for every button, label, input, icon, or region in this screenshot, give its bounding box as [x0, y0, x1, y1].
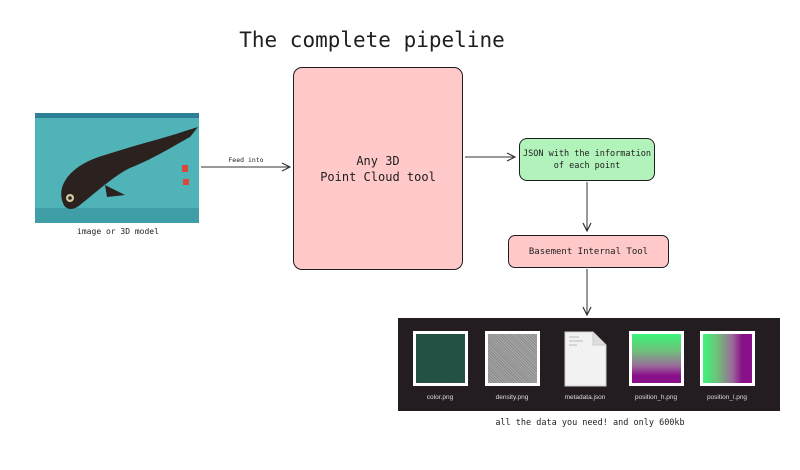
- koi-image: [35, 113, 199, 223]
- file-thumb-position-l[interactable]: [700, 331, 755, 386]
- json-line-1: JSON with the information: [523, 148, 651, 159]
- tool-line-2: Point Cloud tool: [320, 169, 436, 184]
- arrow-label-feed-into: Feed into: [228, 156, 264, 164]
- basement-internal-tool-box: Basement Internal Tool: [508, 235, 669, 268]
- footer-caption: all the data you need! and only 600kb: [495, 418, 685, 428]
- tool-line-1: Any 3D: [356, 153, 400, 168]
- file-thumb-color[interactable]: [413, 331, 468, 386]
- file-label: position_h.png: [634, 394, 678, 401]
- file-thumb-density[interactable]: [485, 331, 540, 386]
- internal-label: Basement Internal Tool: [528, 246, 649, 257]
- file-label: metadata.json: [564, 394, 606, 401]
- file-label: position_l.png: [706, 394, 748, 401]
- file-label: color.png: [426, 394, 454, 401]
- json-file-icon[interactable]: [563, 330, 608, 388]
- file-label: density.png: [495, 394, 529, 401]
- file-thumb-position-h[interactable]: [629, 331, 684, 386]
- json-line-2: of each point: [553, 160, 621, 171]
- diagram-title: The complete pipeline: [239, 28, 505, 52]
- output-files-panel: color.png density.png metadata.json posi…: [398, 318, 780, 411]
- source-caption: image or 3D model: [77, 227, 159, 236]
